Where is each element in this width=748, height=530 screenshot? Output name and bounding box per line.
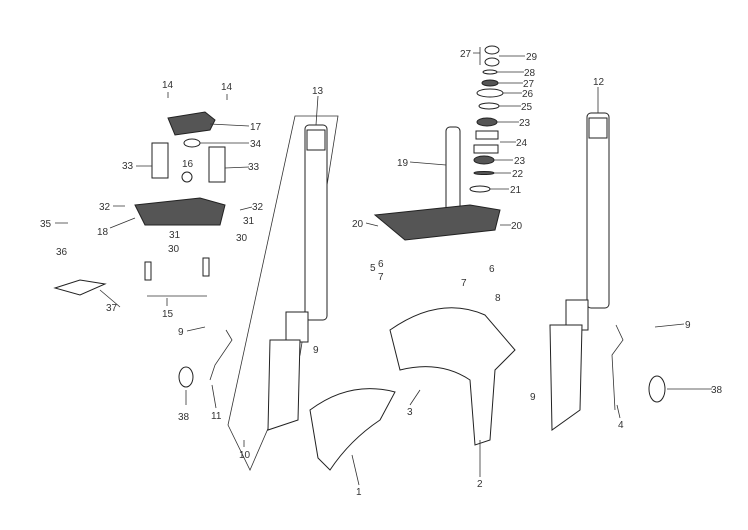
callout-25: 25 (521, 102, 533, 113)
callout-22: 22 (512, 169, 524, 180)
callout-38b: 38 (711, 385, 723, 396)
callout-33a: 33 (122, 161, 134, 172)
callout-9a: 9 (178, 327, 184, 338)
callout-30b: 30 (168, 244, 180, 255)
callout-6b: 6 (489, 264, 495, 275)
callout-23b: 23 (514, 156, 526, 167)
callout-18: 18 (97, 227, 109, 238)
callout-16: 16 (182, 159, 194, 170)
callout-32b: 32 (252, 202, 264, 213)
callout-4: 4 (618, 420, 624, 431)
callout-28: 28 (524, 68, 536, 79)
callout-33b: 33 (248, 162, 260, 173)
callout-30a: 30 (236, 233, 248, 244)
callout-36: 36 (56, 247, 68, 258)
bearing-stack (469, 45, 504, 193)
callout-9b: 9 (313, 345, 319, 356)
callout-9c: 9 (685, 320, 691, 331)
callout-11: 11 (211, 411, 222, 422)
callout-27a: 27 (460, 49, 472, 60)
callout-23a: 23 (519, 118, 531, 129)
callout-14b: 14 (221, 82, 233, 93)
callout-9d: 9 (530, 392, 536, 403)
callout-21: 21 (510, 185, 522, 196)
front-fender (309, 307, 516, 471)
callout-5: 5 (370, 263, 376, 274)
callout-1: 1 (356, 487, 362, 498)
callout-34: 34 (250, 139, 262, 150)
callout-32a: 32 (99, 202, 111, 213)
callout-17: 17 (250, 122, 262, 133)
callouts: 27 29 28 27 26 25 23 24 23 22 21 12 13 1… (40, 49, 723, 498)
leader-lines (55, 47, 712, 486)
callout-26: 26 (522, 89, 534, 100)
callout-14a: 14 (162, 80, 174, 91)
callout-2: 2 (477, 479, 483, 490)
callout-24: 24 (516, 138, 528, 149)
callout-12: 12 (593, 77, 605, 88)
callout-35: 35 (40, 219, 52, 230)
callout-13: 13 (312, 86, 324, 97)
callout-31b: 31 (169, 230, 181, 241)
steering-stem (373, 126, 501, 241)
callout-10: 10 (239, 450, 251, 461)
callout-8: 8 (495, 293, 501, 304)
callout-38a: 38 (178, 412, 190, 423)
callout-20a: 20 (352, 219, 364, 230)
callout-37: 37 (106, 303, 118, 314)
callout-7b: 7 (461, 278, 467, 289)
brackets (178, 324, 666, 411)
fork-leg-left (227, 115, 339, 471)
upper-clamp-cluster (53, 111, 226, 296)
callout-6a: 6 (378, 259, 384, 270)
callout-19: 19 (397, 158, 409, 169)
callout-15: 15 (162, 309, 174, 320)
callout-27b: 27 (523, 79, 535, 90)
callout-20b: 20 (511, 221, 523, 232)
fork-leg-right (549, 112, 610, 431)
callout-29: 29 (526, 52, 538, 63)
callout-31a: 31 (243, 216, 255, 227)
callout-7a: 7 (378, 272, 384, 283)
callout-3: 3 (407, 407, 413, 418)
